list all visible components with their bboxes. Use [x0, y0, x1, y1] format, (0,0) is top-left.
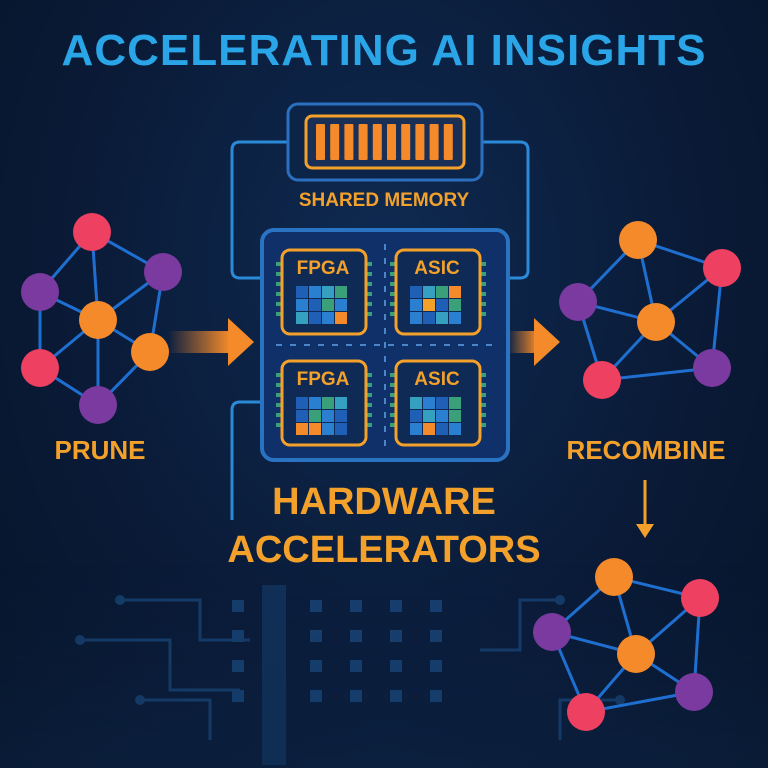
network-node — [703, 249, 741, 287]
memory-cell — [401, 124, 411, 160]
network-node — [617, 635, 655, 673]
down-arrow-icon — [636, 480, 654, 538]
memory-module-icon — [286, 102, 484, 182]
shared-memory-label: SHARED MEMORY — [298, 190, 470, 211]
network-node — [533, 613, 571, 651]
network-node — [583, 361, 621, 399]
memory-cell — [429, 124, 439, 160]
network-node — [567, 693, 605, 731]
chip-label-asic: ASIC — [414, 369, 460, 390]
network-node — [559, 283, 597, 321]
network-node — [79, 301, 117, 339]
network-node — [595, 558, 633, 596]
memory-bus-lines — [230, 140, 530, 520]
network-graph-icon — [533, 558, 719, 731]
chip-icon — [276, 359, 372, 447]
chip-label-fpga: FPGA — [296, 258, 350, 279]
network-graph-icon — [559, 221, 741, 399]
memory-cell — [358, 124, 368, 160]
memory-cell — [316, 124, 325, 160]
memory-cell — [415, 124, 425, 160]
network-node — [21, 273, 59, 311]
page-title: ACCELERATING AI INSIGHTS — [61, 26, 707, 75]
chip-label-asic: ASIC — [414, 258, 460, 279]
network-node — [681, 579, 719, 617]
network-node — [619, 221, 657, 259]
chip-icon — [276, 248, 372, 336]
chip-icon — [390, 248, 486, 336]
network-graph-icon — [21, 213, 182, 424]
right-arrow-icon — [508, 318, 560, 366]
memory-cell — [387, 124, 396, 160]
network-node — [637, 303, 675, 341]
chip-label-fpga: FPGA — [296, 369, 350, 390]
network-node — [73, 213, 111, 251]
network-node — [21, 349, 59, 387]
network-node — [131, 333, 169, 371]
right-arrow-icon — [168, 318, 254, 366]
memory-cell — [372, 124, 382, 160]
network-node — [693, 349, 731, 387]
chip-icon — [390, 359, 486, 447]
recombine-label: RECOMBINE — [566, 435, 726, 465]
memory-cell — [443, 124, 453, 160]
network-node — [675, 673, 713, 711]
memory-cell — [330, 124, 340, 160]
hardware-accelerators-label: HARDWARE ACCELERATORS — [227, 481, 541, 571]
memory-cell — [344, 124, 354, 160]
prune-label: PRUNE — [54, 435, 146, 465]
network-node — [144, 253, 182, 291]
network-node — [79, 386, 117, 424]
